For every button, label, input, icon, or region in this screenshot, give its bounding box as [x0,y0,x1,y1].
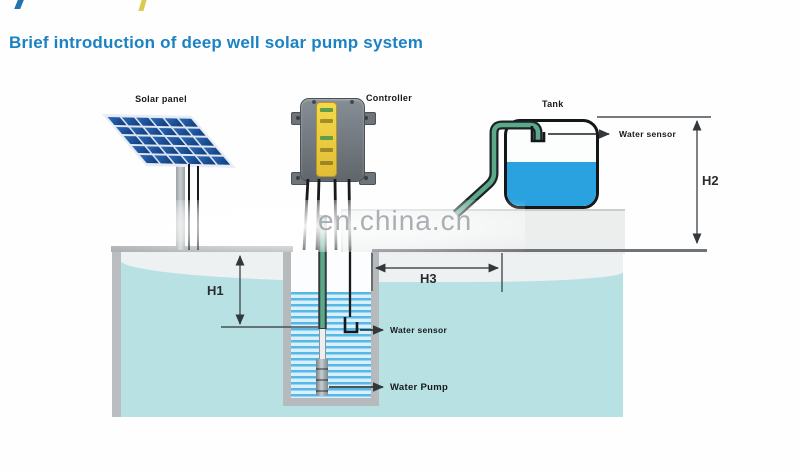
tank-water [507,162,596,206]
controller-indicator [320,136,333,140]
solar-panel-post [176,162,185,250]
h2-label: H2 [702,173,719,188]
controller-front-panel [316,102,337,177]
controller-cable [302,178,310,251]
well-water-sensor-label: Water sensor [390,325,448,335]
underground-left-wall [112,246,121,417]
controller-marking [320,119,333,123]
tank-water-sensor-label: Water sensor [619,129,677,139]
controller-screw [312,100,316,104]
h3-label: H3 [420,271,437,286]
controller-marking [320,148,333,152]
top-yellow-mark [138,0,147,11]
well-shaft [291,252,371,398]
water-tank [504,119,599,209]
water-pump-label: Water Pump [390,382,449,393]
ground-slab-left [111,246,293,252]
controller-label: Controller [366,93,413,103]
page-title: Brief introduction of deep well solar pu… [9,33,424,52]
controller-marking [320,161,333,165]
well-wall-left [283,252,291,406]
well-wall-right [371,252,379,406]
solar-panel-label: Solar panel [135,94,187,104]
controller-screw [350,100,354,104]
controller-indicator [320,108,333,112]
watermark-text: en.china.cn [318,205,473,236]
ground-line [372,249,707,252]
water-pump [316,359,328,396]
h1-label: H1 [207,283,224,298]
top-blue-mark [14,0,24,9]
solar-panel [102,114,236,168]
pump-riser-pipe [319,328,326,361]
tank-label: Tank [542,99,564,109]
well-water-hatch [291,292,371,398]
well-wall-bottom [283,398,379,406]
